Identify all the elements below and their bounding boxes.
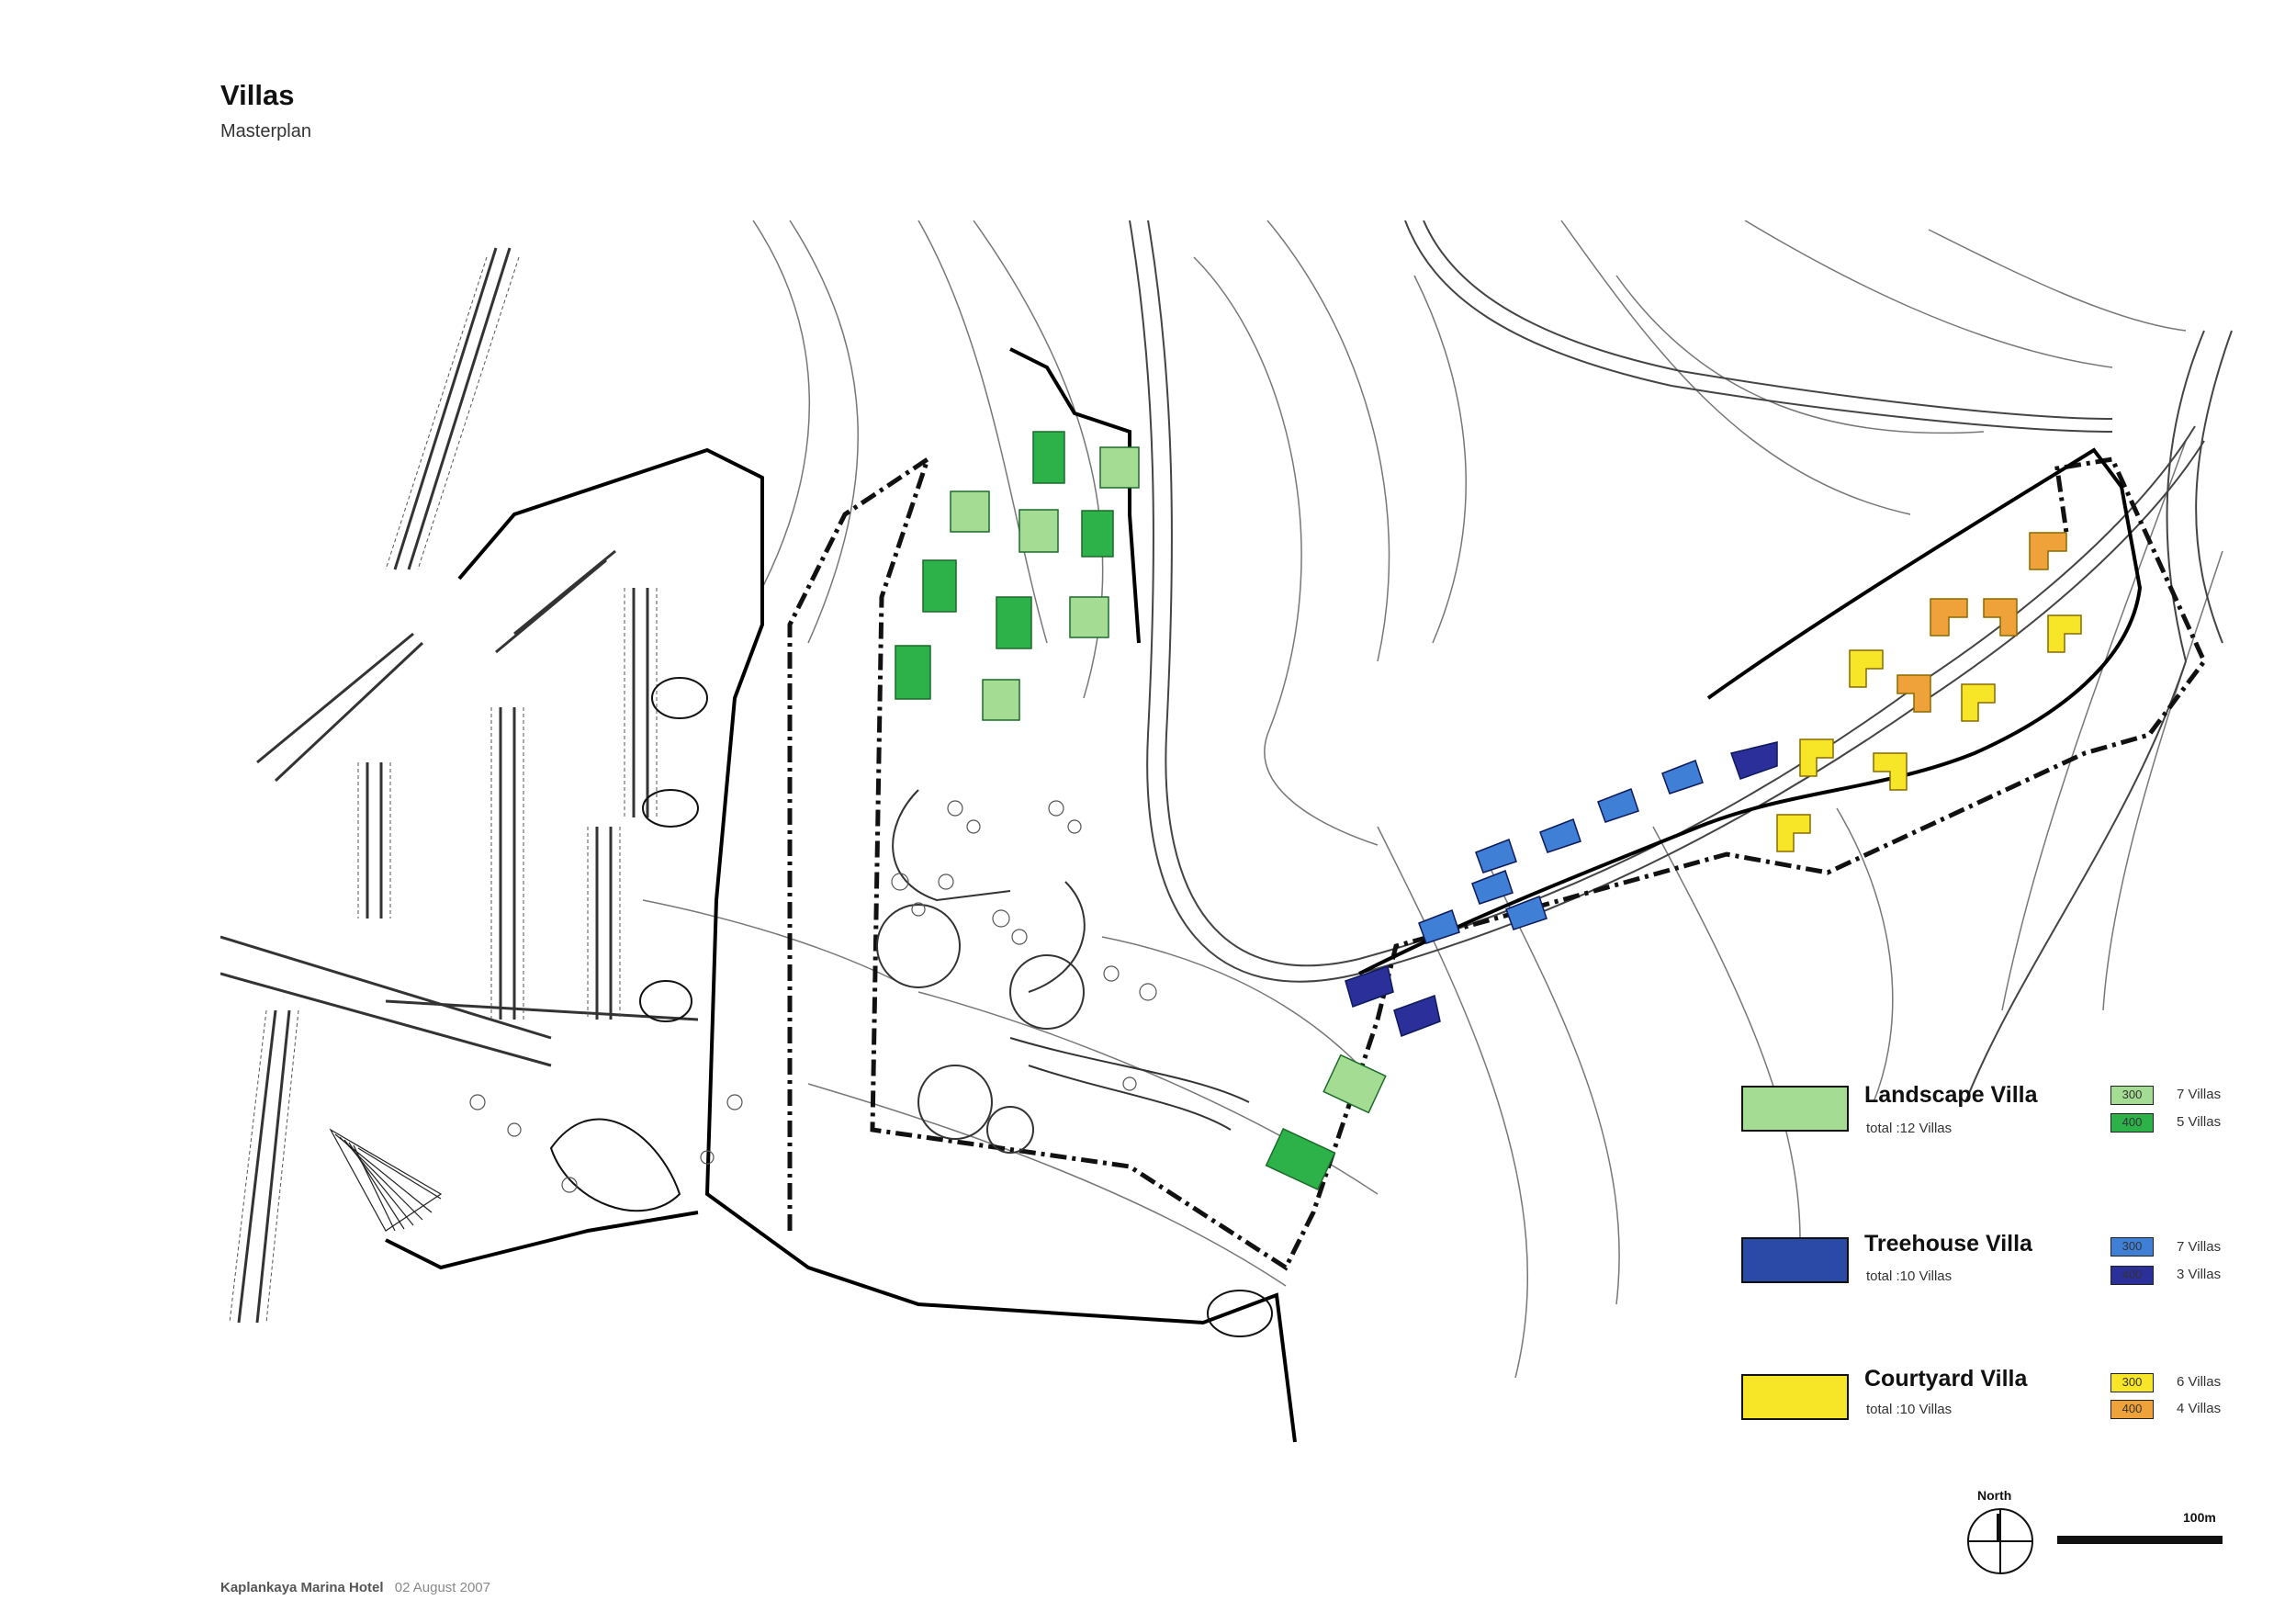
page-subtitle: Masterplan	[220, 121, 311, 141]
courtyard-400-count: 4 Villas	[2177, 1401, 2222, 1416]
treehouse-villa-label: Treehouse Villa	[1864, 1231, 2032, 1257]
treehouse-300-count: 7 Villas	[2177, 1239, 2222, 1255]
page-title: Villas	[220, 79, 295, 111]
treehouse-villa-swatch	[1741, 1237, 1849, 1283]
marina-piers	[220, 247, 699, 1324]
shell-canopies	[549, 677, 1273, 1337]
courtyard-400-swatch: 400	[2110, 1400, 2154, 1419]
landscape-villa-label: Landscape Villa	[1864, 1082, 2038, 1108]
courtyard-villa-label: Courtyard Villa	[1864, 1366, 2028, 1392]
courtyard-villas	[1776, 532, 2082, 852]
treehouse-villa-total: total :10 Villas	[1866, 1268, 1953, 1284]
villa-area-boundary	[1358, 447, 2143, 975]
north-arrow-icon	[1967, 1508, 2033, 1574]
landscape-villa-total: total :12 Villas	[1866, 1121, 1953, 1136]
landscape-400-swatch: 400	[2110, 1113, 2154, 1133]
treehouse-400-count: 3 Villas	[2177, 1267, 2222, 1282]
footer: Kaplankaya Marina Hotel 02 August 2007	[220, 1580, 490, 1595]
masterplan-map	[220, 220, 2233, 1443]
courtyard-300-swatch: 300	[2110, 1373, 2154, 1392]
scale-label: 100m	[2183, 1510, 2216, 1525]
landscape-400-count: 5 Villas	[2177, 1114, 2222, 1130]
landscape-villa-swatch	[1741, 1086, 1849, 1132]
treehouse-400-swatch: 400	[2110, 1266, 2154, 1285]
footer-date: 02 August 2007	[394, 1580, 490, 1595]
contour-lines	[642, 220, 2223, 1379]
north-label: North	[1977, 1488, 2012, 1503]
trees	[469, 800, 1157, 1193]
courtyard-villa-swatch	[1741, 1374, 1849, 1420]
boat-berths	[229, 256, 658, 1324]
hotel-buildings	[876, 789, 1250, 1154]
scale-bar	[2057, 1536, 2223, 1544]
site-boundary	[787, 453, 2207, 1271]
fan-structure	[329, 1128, 443, 1232]
roads	[1129, 220, 2233, 1103]
courtyard-villa-total: total :10 Villas	[1866, 1402, 1953, 1417]
landscape-300-count: 7 Villas	[2177, 1087, 2222, 1102]
treehouse-300-swatch: 300	[2110, 1237, 2154, 1257]
treehouse-villas	[1345, 741, 1778, 1037]
landscape-300-swatch: 300	[2110, 1086, 2154, 1105]
landscape-villas	[895, 431, 1387, 1191]
footer-project: Kaplankaya Marina Hotel	[220, 1580, 384, 1595]
courtyard-300-count: 6 Villas	[2177, 1374, 2222, 1390]
property-line	[385, 347, 1297, 1443]
